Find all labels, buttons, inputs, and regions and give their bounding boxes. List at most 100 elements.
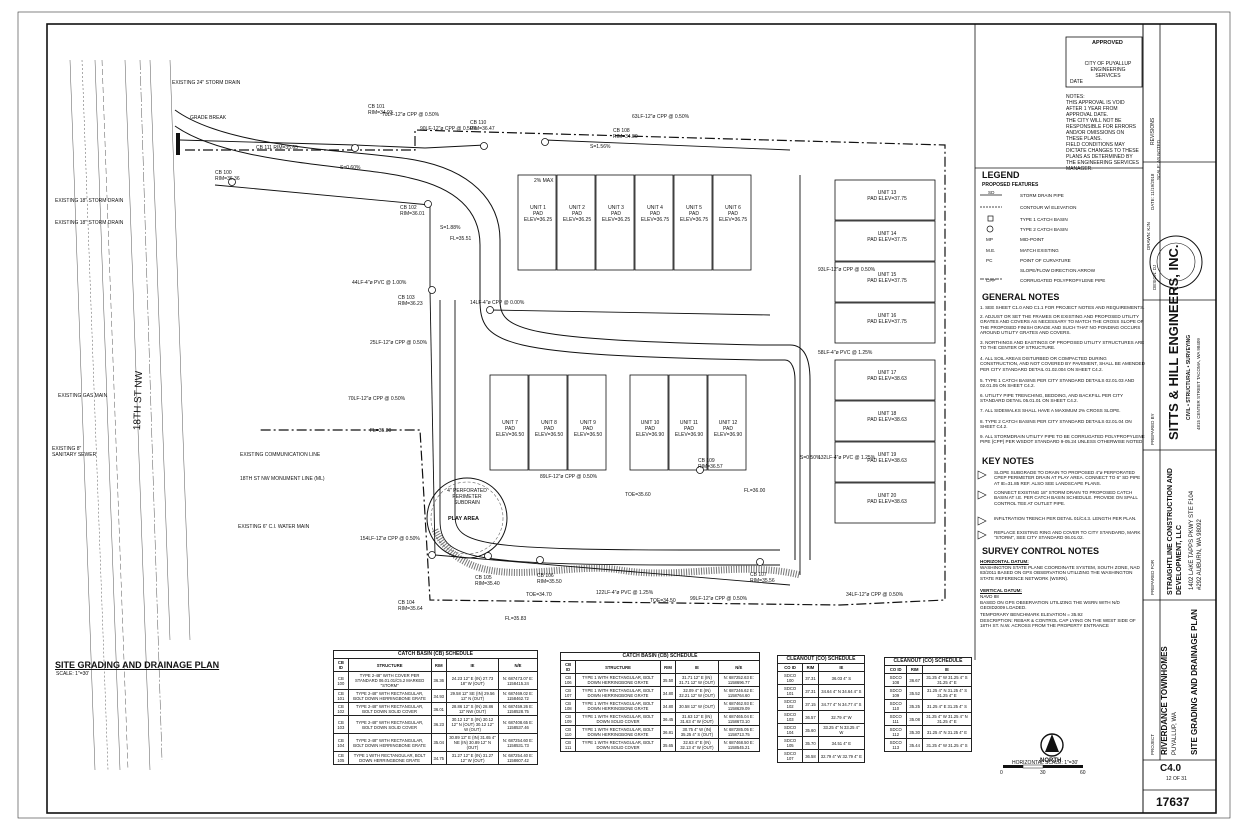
- cell: 28.86 12" S (IN) 28.86 12" NW (OUT): [446, 702, 499, 716]
- annotation: CB 100 RIM=36.36: [215, 170, 240, 182]
- cell: TYPE 2-48" WITH RECTANGULAR, BOLT DOWN H…: [347, 689, 432, 703]
- annotation: EXISTING GAS MAIN: [58, 393, 108, 399]
- annotation: 34LF-12"ø CPP @ 0.50%: [846, 592, 904, 598]
- property-boundary: [185, 129, 946, 606]
- annotation: 70LF-12"ø CPP @ 0.50%: [348, 396, 406, 402]
- annotation: CB 106 RIM=35.50: [537, 573, 562, 585]
- firm-address: 4815 CENTER STREET TACOMA, WA 98409: [1196, 338, 1201, 430]
- outer-frame: [17, 11, 1231, 819]
- cell: TYPE 2-48" WITH RECTANGULAR, BOLT DOWN S…: [347, 715, 432, 734]
- annotation: CB 103 RIM=36.23: [398, 295, 423, 307]
- unit-name: UNIT 4: [647, 205, 663, 211]
- unit-pad: PAD ELEV=37.75: [867, 319, 907, 325]
- survey-note: VERTICAL DATUM:: [980, 588, 1022, 593]
- annotation: FL=36.00: [744, 488, 766, 494]
- project-label: PROJECT: [1150, 733, 1155, 755]
- cell: TYPE 1 WITH RECTANGULAR, BOLT DOWN SOLID…: [575, 738, 661, 752]
- cell: 31.25 4" W 31.25 4" S: [921, 738, 973, 752]
- cell: CB 107: [559, 686, 577, 700]
- cell: 34.93: [430, 689, 448, 703]
- cell: CB 106: [559, 673, 577, 687]
- cell: 35.08: [906, 712, 923, 726]
- cell: 36.67: [906, 673, 923, 687]
- legend-item: CORRUGATED POLYPROPYLENE PIPE: [1020, 278, 1106, 283]
- column-header: N/E: [717, 660, 761, 674]
- unit-pad: PAD ELEV=38.63: [867, 499, 907, 505]
- cell: 30.58 12" W (OUT): [675, 699, 719, 713]
- annotation: EXISTING COMMUNICATION LINE: [240, 452, 321, 458]
- street-18th-st: [69, 59, 191, 771]
- cell: N: 687252.63 E: 1158696.77: [717, 673, 761, 687]
- general-note: 9. ALL STORMDRAIN UTILITY PIPE TO BE COR…: [980, 434, 1145, 445]
- unit-pad: PAD ELEV=36.75: [718, 211, 748, 223]
- annotation: CB 104 RIM=35.64: [398, 600, 423, 612]
- unit-pad: PAD ELEV=36.25: [562, 211, 592, 223]
- key-notes-title: KEY NOTES: [982, 456, 1034, 466]
- cell: CB 100: [333, 671, 349, 690]
- cell: 30.12 12" S (IN) 30.12 12" N (OUT) 30.12…: [446, 715, 499, 734]
- unit-name: UNIT 16: [877, 313, 897, 319]
- survey-note: NAVD 88: [980, 594, 999, 599]
- cell: SDCO 105: [776, 736, 804, 750]
- column-header: IE: [921, 665, 973, 674]
- cb-schedule-table-1: CATCH BASIN (CB) SCHEDULE CB ID STRUCTUR…: [333, 650, 539, 765]
- annotation: CB 109 RIM=36.57: [698, 458, 723, 470]
- annotation: GRADE BREAK: [190, 115, 227, 121]
- cell: N: 687468.50 E: 1158545.21: [717, 738, 761, 752]
- cell: CB 102: [333, 702, 349, 716]
- cell: 35.70: [802, 736, 819, 750]
- unit-pad: PAD ELEV=36.50: [534, 426, 564, 438]
- annotation: 93LF-12"ø CPP @ 0.50%: [818, 267, 876, 273]
- unit-name: UNIT 8: [541, 420, 557, 426]
- annotation: EXISTING 18" STORM DRAIN: [55, 198, 124, 204]
- approval-note: FIELD CONDITIONS MAY DICTATE CHANGES TO …: [1066, 142, 1139, 172]
- unit-pad: PAD ELEV=36.25: [523, 211, 553, 223]
- play-area-label: PLAY AREA: [448, 516, 479, 522]
- cell: 31.27 12" E (IN) 31.27 12" W (OUT): [446, 751, 499, 765]
- annotation: S=1.88%: [440, 225, 461, 231]
- annotation: EXISTING 18" STORM DRAIN: [55, 220, 124, 226]
- legend-item: CONTOUR W/ ELEVATION: [1020, 205, 1077, 210]
- unit-name: UNIT 11: [679, 420, 699, 426]
- general-note: 6. UTILITY PIPE TRENCHING, BEDDING, AND …: [980, 393, 1124, 404]
- cell: 34.51 4" E: [817, 736, 866, 750]
- annotation: FL=35.83: [505, 616, 527, 622]
- north-arrow-icon: [1040, 733, 1064, 757]
- cell: N: 687462.93 E: 1158629.09: [717, 699, 761, 713]
- graphic-scale-bar: [1003, 764, 1083, 769]
- general-note: 8. TYPE 2 CATCH BASINS PER CITY STANDARD…: [980, 419, 1132, 430]
- approval-stamp: APPROVED: [1092, 40, 1123, 46]
- cell: CB 109: [559, 712, 577, 726]
- legend-item: MATCH EXISTING: [1020, 248, 1059, 253]
- cell: TYPE 1 WITH RECTANGULAR, BOLT DOWN SOLID…: [575, 712, 661, 726]
- cell: SDCO 113: [883, 738, 908, 752]
- annotation: EXISTING 24" STORM DRAIN: [172, 80, 241, 86]
- annotation: 132LF-4"ø PVC @ 1.25%: [818, 455, 876, 461]
- column-header: N/E: [497, 658, 539, 672]
- cell: CB 105: [333, 751, 349, 765]
- legend-item: TYPE 1 CATCH BASIN: [1020, 217, 1068, 222]
- unit-pad: PAD ELEV=38.63: [867, 458, 907, 464]
- approval-date-label: DATE: [1070, 79, 1083, 85]
- survey-note: HORIZONTAL DATUM:: [980, 559, 1029, 564]
- cell: 32.63 4" E (IN) 32.13 4" W (OUT): [675, 738, 719, 752]
- cell: 37.31: [802, 671, 819, 685]
- annotation: TOE=34.70: [526, 592, 552, 598]
- column-header: RIM: [659, 660, 677, 674]
- cell: SDCO 108: [883, 673, 908, 687]
- engineer-seal-icon: [1149, 235, 1203, 289]
- title-meta: DESIGN: DJ: [1152, 264, 1157, 290]
- column-header: CO ID: [883, 665, 908, 674]
- unit-pad: PAD ELEV=36.75: [679, 211, 709, 223]
